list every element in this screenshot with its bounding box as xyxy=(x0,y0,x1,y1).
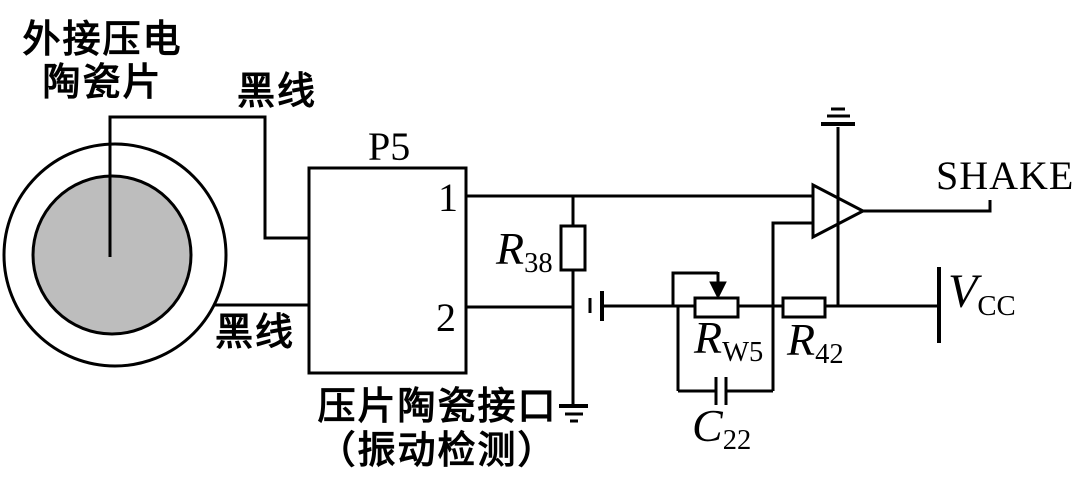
connector-p5-label: P5 xyxy=(368,124,411,169)
r42-symbol: R xyxy=(787,314,816,365)
potentiometer-rw5-label: RW5 xyxy=(694,312,763,367)
rw5-subscript: W5 xyxy=(722,336,764,368)
pin-1-label: 1 xyxy=(438,175,458,220)
inverted-ground-icon xyxy=(821,107,855,126)
wire-shake-output xyxy=(863,200,992,213)
signal-ground-icon xyxy=(588,291,604,321)
resistor-r42-label: R42 xyxy=(787,314,844,369)
piezo-outer-ring xyxy=(2,142,228,368)
piezo-disc-label-line2: 陶瓷片 xyxy=(42,62,163,104)
black-wire-top-label: 黑线 xyxy=(237,71,318,113)
resistor-r42-body xyxy=(781,296,827,319)
r38-symbol: R xyxy=(496,223,525,274)
rw5-symbol: R xyxy=(694,312,723,363)
capacitor-c22-label: C22 xyxy=(692,400,751,455)
pin-2-label: 2 xyxy=(436,295,456,340)
r42-subscript: 42 xyxy=(815,338,844,370)
piezo-inner-disc xyxy=(31,174,193,336)
wire-feedback-to-amp xyxy=(771,221,813,391)
black-wire-top-lead xyxy=(108,115,309,257)
interface-caption-line1: 压片陶瓷接口 xyxy=(317,386,558,428)
comparator-triangle-icon xyxy=(811,182,867,240)
vcc-label: VCC xyxy=(948,265,1016,321)
earth-ground-icon xyxy=(559,404,588,423)
connector-p5-box xyxy=(307,166,468,375)
c22-subscript: 22 xyxy=(722,424,752,456)
vcc-subscript: CC xyxy=(977,290,1016,323)
interface-caption: 压片陶瓷接口 （振动检测） xyxy=(295,385,580,473)
black-wire-bottom-label: 黑线 xyxy=(215,312,296,354)
rw5-wiper-return-wire xyxy=(671,271,718,306)
capacitor-c22-plates-icon xyxy=(714,377,728,405)
c22-symbol: C xyxy=(692,400,723,451)
interface-caption-line2: （振动检测） xyxy=(317,430,558,472)
vcc-symbol: V xyxy=(948,265,978,318)
resistor-r38-label: R38 xyxy=(496,223,553,278)
shake-output-label: SHAKE xyxy=(936,153,1075,198)
r38-subscript: 38 xyxy=(524,247,553,279)
piezo-disc-label: 外接压电 陶瓷片 xyxy=(5,19,200,105)
resistor-r38-body xyxy=(559,224,587,272)
piezo-disc-label-line1: 外接压电 xyxy=(22,19,183,61)
rw5-wiper-arrowhead-icon xyxy=(709,281,727,300)
